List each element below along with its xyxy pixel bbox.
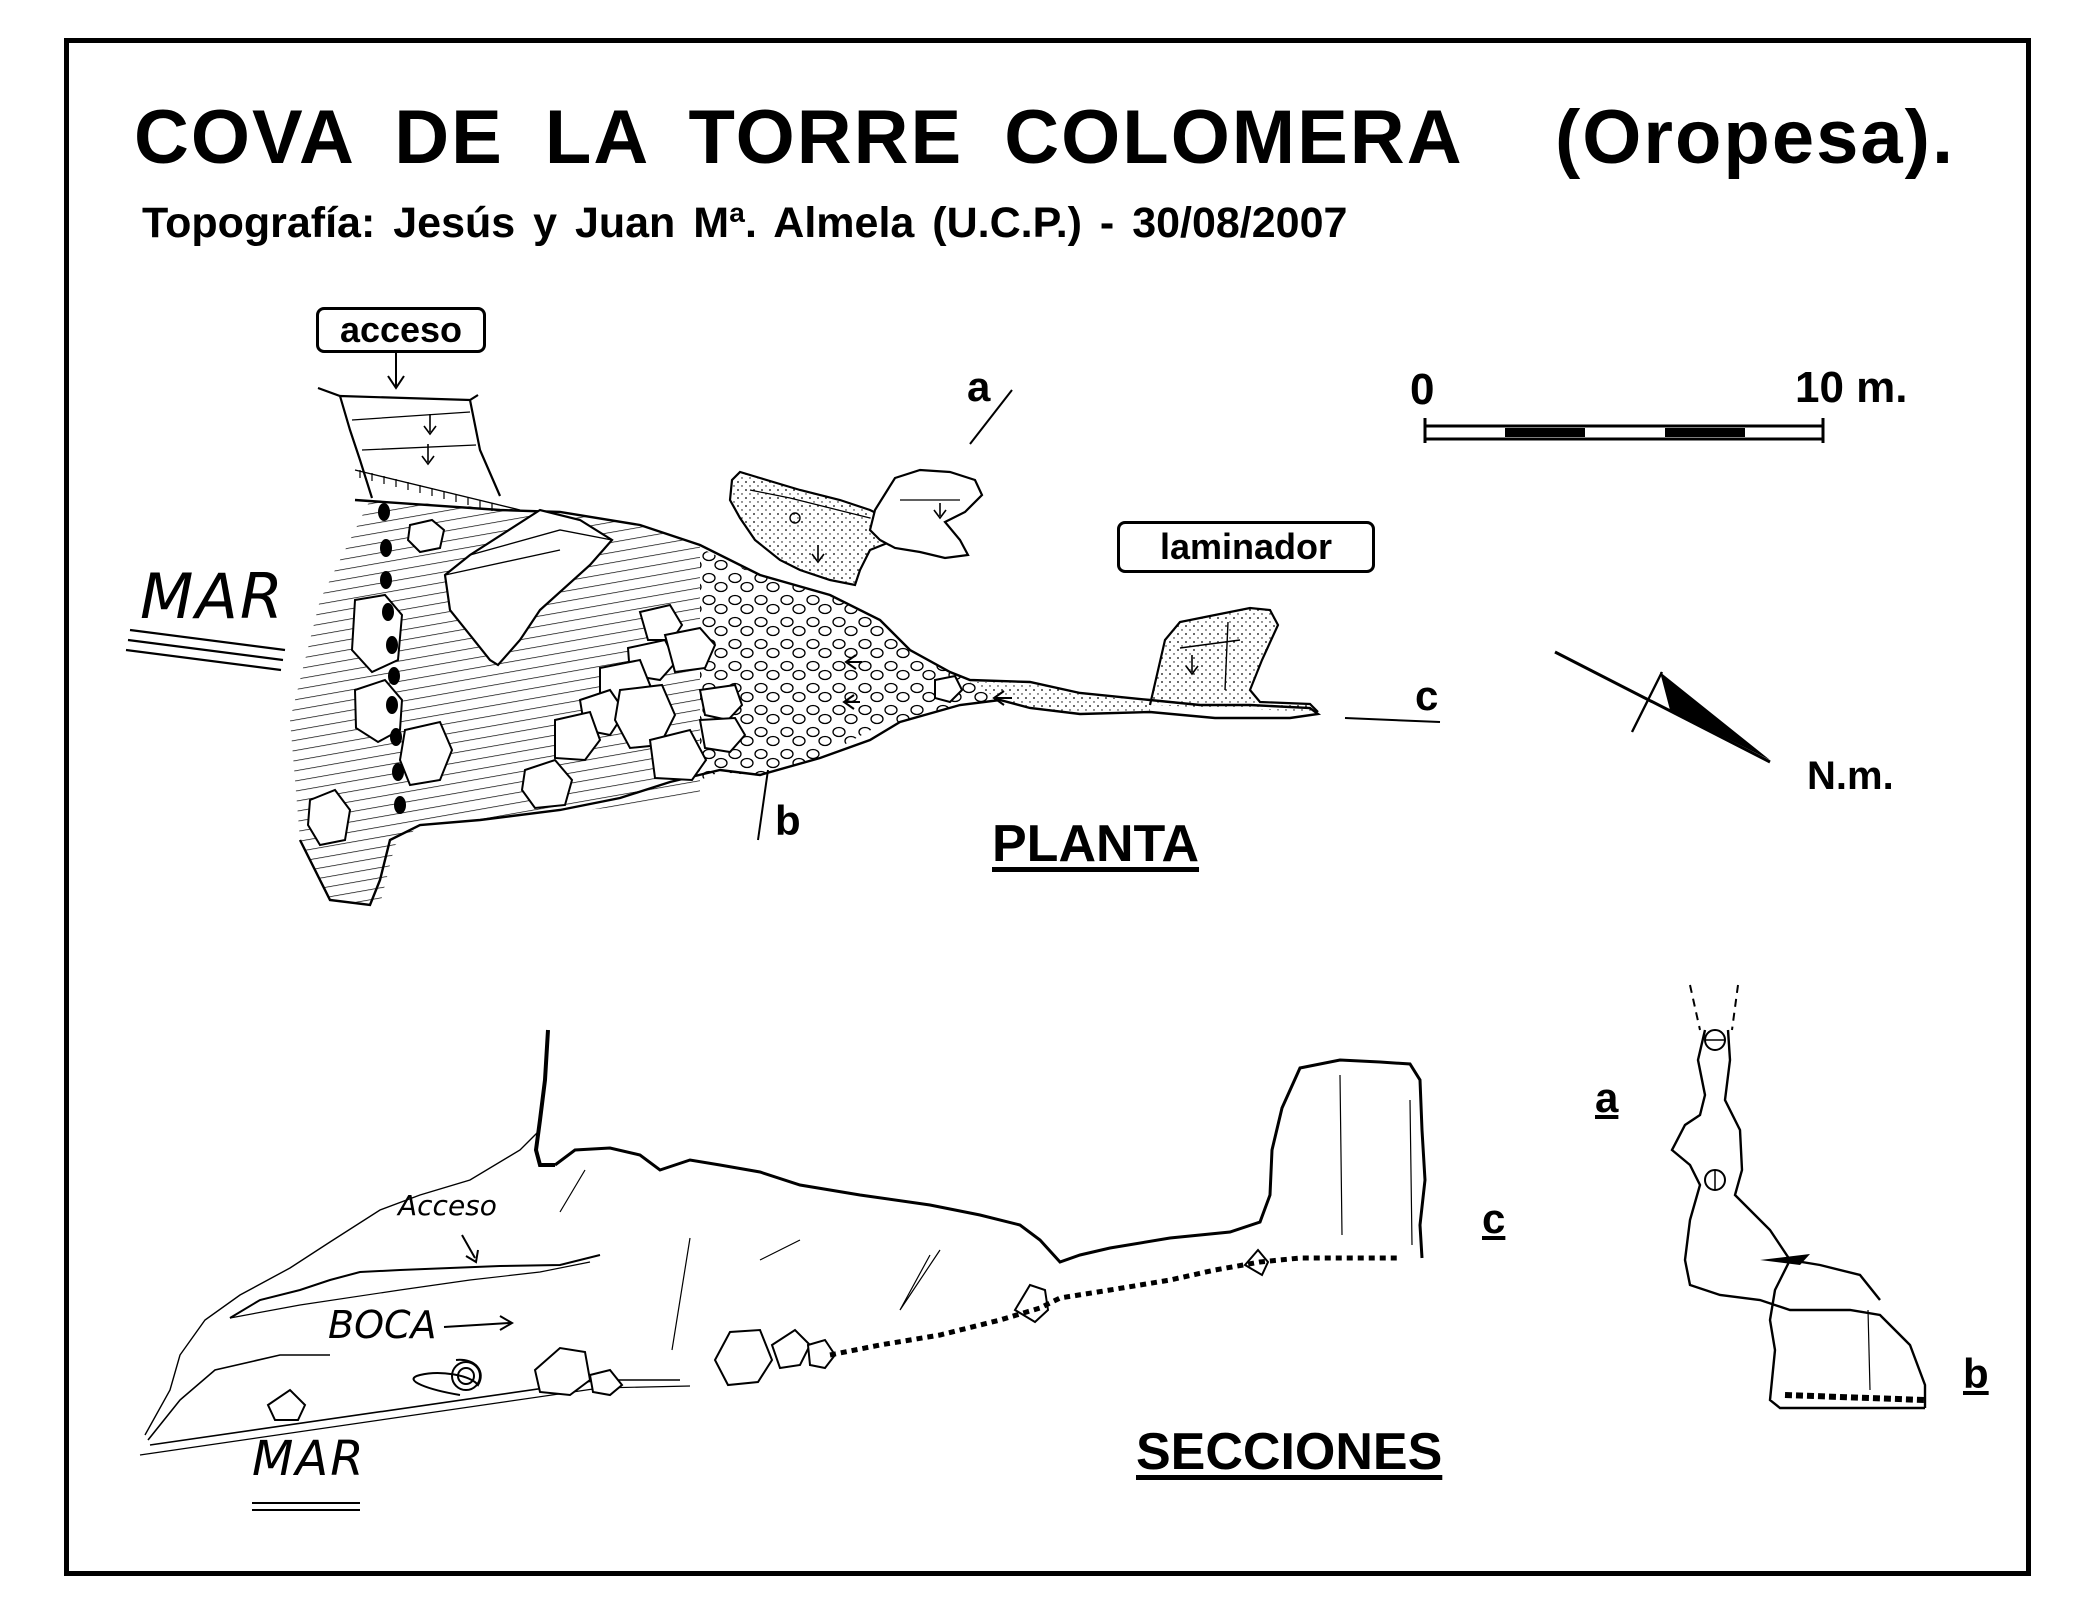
plan-view-label: PLANTA <box>992 815 1200 873</box>
cross-section-outline <box>1670 1029 1927 1410</box>
cut-line-c <box>1344 717 1441 723</box>
laminator-label: laminador <box>1117 521 1375 573</box>
section-mouth-label: BOCA <box>328 1303 437 1347</box>
laminator-chamber-outline <box>1148 606 1319 713</box>
long-section <box>139 1029 1427 1511</box>
access-label: acceso <box>316 307 486 353</box>
plan-sea-label: MAR <box>140 560 285 633</box>
plan-cut-a-label: a <box>967 363 991 410</box>
section-floor-boulders <box>266 1248 1270 1421</box>
section-b-label: b <box>1963 1350 1989 1397</box>
sections-label: SECCIONES <box>1136 1423 1443 1481</box>
plan-cut-c-label: c <box>1415 672 1439 719</box>
cut-line-a <box>969 389 1013 445</box>
boulders <box>306 518 964 847</box>
fallen-block <box>443 508 614 667</box>
section-a-label: a <box>1595 1074 1619 1121</box>
scale-start-label: 0 <box>1410 365 1435 414</box>
section-ceiling <box>554 1058 1427 1264</box>
map-frame <box>64 38 2031 1576</box>
ledge-dots <box>378 503 406 814</box>
north-label: N.m. <box>1807 754 1894 798</box>
plan-cut-b-label: b <box>775 797 801 844</box>
sea-lines-plan <box>125 628 286 672</box>
cut-line-b <box>757 769 769 841</box>
scale-end-label: 10 m. <box>1795 363 1908 412</box>
north-arrow-icon <box>1554 650 1771 764</box>
wave-icon <box>412 1358 482 1396</box>
upper-gallery-chamber <box>868 468 984 560</box>
survey-credits: Topografía: Jesús y Juan Mª. Almela (U.C… <box>142 199 1348 247</box>
section-sea-label: MAR <box>252 1431 366 1487</box>
access-arrow <box>387 348 405 390</box>
section-floor-pebbles <box>829 1255 1400 1358</box>
section-access-label: Acceso <box>398 1189 497 1222</box>
upper-gallery-outline <box>728 470 907 587</box>
access-passage-outline <box>317 386 502 499</box>
cross-section-a-b <box>1670 984 1927 1410</box>
scale-bar <box>1423 418 1825 443</box>
section-c-label: c <box>1482 1195 1506 1242</box>
plan-view <box>125 348 1441 907</box>
map-location: (Oropesa). <box>1555 95 1956 180</box>
map-title: COVA DE LA TORRE COLOMERA <box>134 95 1464 180</box>
